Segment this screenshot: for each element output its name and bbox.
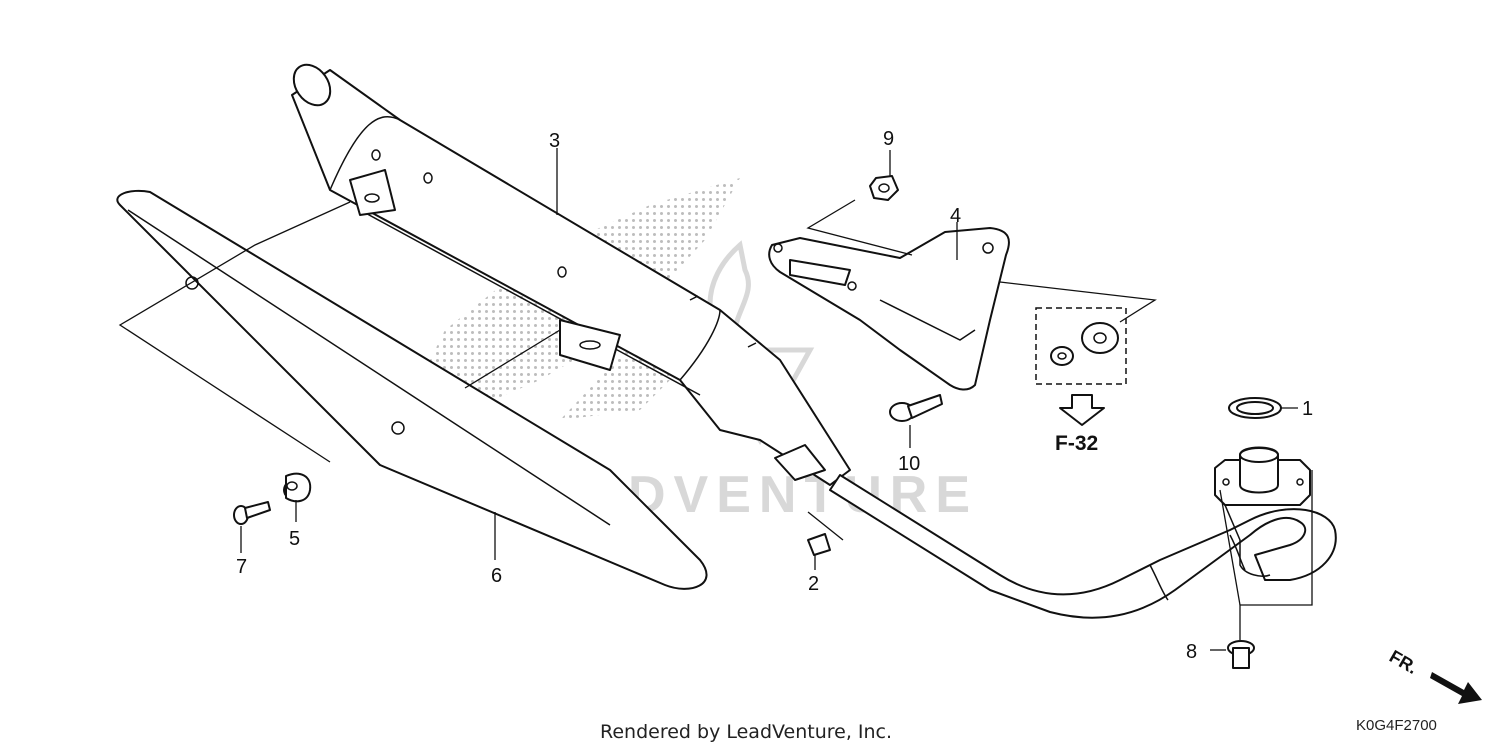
leader-lines	[118, 148, 1313, 651]
rendered-by-footer: Rendered by LeadVenture, Inc.	[600, 721, 892, 743]
muffler-protector	[116, 189, 708, 590]
callout-5: 5	[289, 528, 300, 550]
front-arrow-icon	[1430, 672, 1482, 704]
reference-parts-box	[1035, 307, 1127, 426]
bolt	[889, 394, 943, 422]
grommet	[283, 472, 312, 503]
nut	[869, 175, 899, 201]
front-direction-label: FR.	[1386, 646, 1421, 678]
callout-1: 1	[1302, 398, 1313, 420]
callout-numbers: 1 2 3 4 5 6 7 8 9 10	[236, 128, 1313, 663]
exhaust-pipe	[829, 446, 1337, 619]
diagram-code: K0G4F2700	[1356, 717, 1437, 734]
callout-3: 3	[549, 130, 560, 152]
front-direction-indicator: FR.	[1386, 646, 1482, 704]
callout-4: 4	[950, 205, 961, 227]
callout-6: 6	[491, 565, 502, 587]
down-arrow-icon	[1059, 394, 1105, 426]
callout-8: 8	[1186, 641, 1197, 663]
exhaust-bracket	[768, 227, 1010, 391]
callout-10: 10	[898, 453, 920, 475]
muffler	[291, 63, 851, 486]
flange-nut	[1227, 640, 1255, 669]
screw	[233, 501, 271, 525]
callout-2: 2	[808, 573, 819, 595]
callout-7: 7	[236, 556, 247, 578]
callout-9: 9	[883, 128, 894, 150]
reference-label: F-32	[1055, 432, 1098, 455]
gasket	[1228, 397, 1282, 419]
cap-nut	[807, 533, 831, 556]
